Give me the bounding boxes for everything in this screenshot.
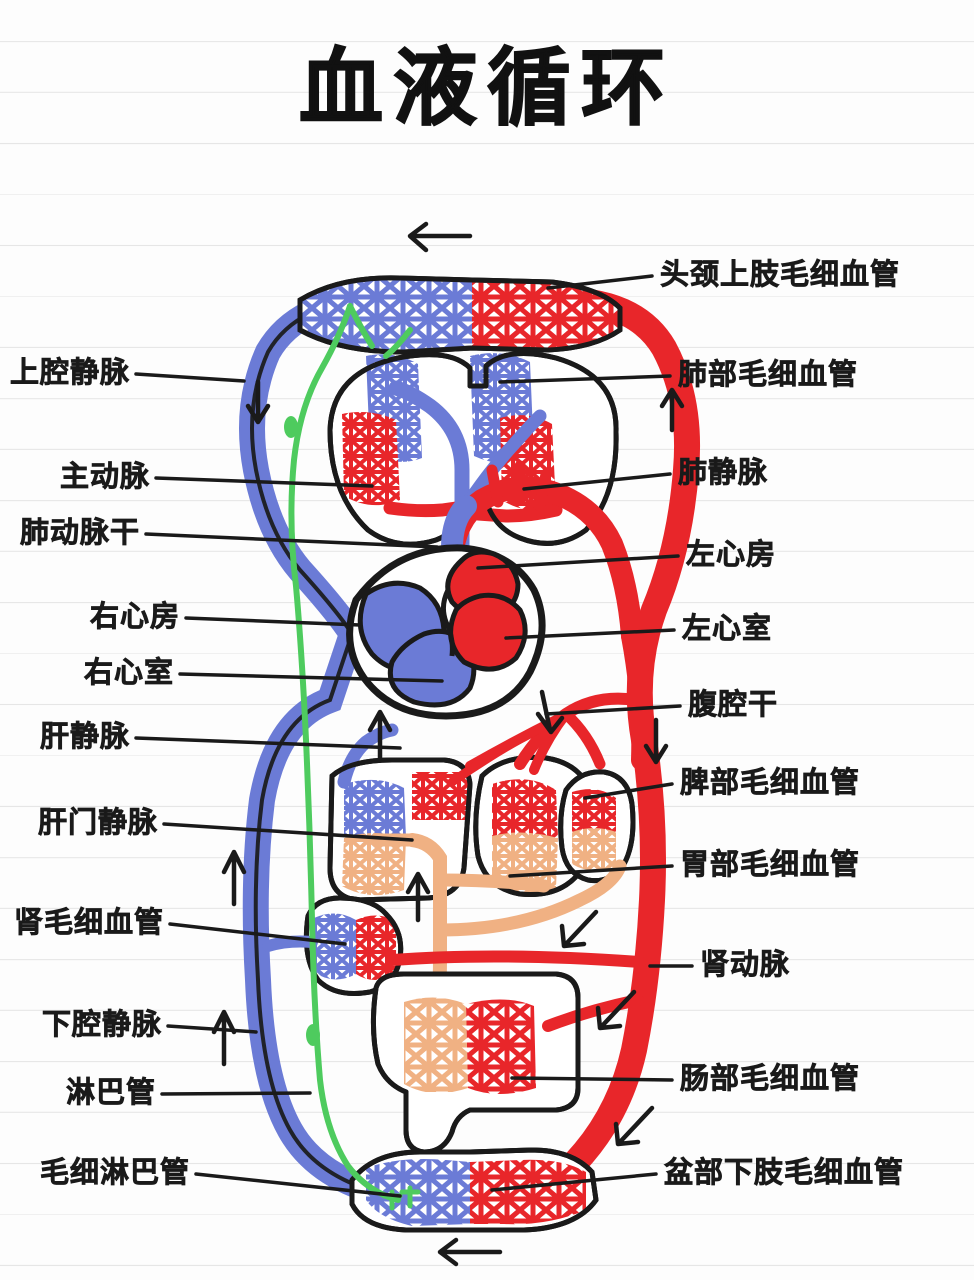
label-pulmonary-capillaries: 肺部毛细血管	[678, 357, 859, 391]
arrow-bottom	[437, 1237, 503, 1267]
leader-hepatic-vein	[134, 736, 402, 750]
arrow-pulmonary-up	[659, 387, 685, 433]
arrow-aorta-down	[643, 717, 669, 765]
arrow-ivc-up-lower	[221, 849, 247, 907]
arrow-celiac-down	[535, 689, 565, 735]
intestine	[370, 971, 644, 1155]
leader-lymph-vessel	[160, 1091, 312, 1096]
leader-hepatic-portal-vein	[162, 822, 414, 842]
label-lymph-vessel: 淋巴管	[66, 1075, 157, 1109]
pelvis-lowerlimb-capillary-bed	[349, 1147, 599, 1233]
leader-right-atrium	[184, 616, 362, 627]
label-intestinal-capillaries: 肠部毛细血管	[680, 1061, 861, 1095]
leader-pelvic-lowerlimb-capillaries	[490, 1172, 658, 1192]
arrow-portal-up	[405, 871, 431, 923]
label-left-ventricle: 左心室	[682, 611, 773, 645]
head-neck-capillary-bed	[297, 275, 623, 355]
label-superior-vena-cava: 上腔静脉	[10, 355, 131, 389]
label-right-ventricle: 右心室	[84, 655, 175, 689]
label-renal-artery: 肾动脉	[700, 947, 791, 981]
lymphatic-system	[284, 303, 421, 1211]
leader-lines-right	[476, 274, 694, 1192]
leader-superior-vena-cava	[134, 372, 246, 383]
label-left-atrium: 左心房	[686, 537, 777, 571]
label-hepatic-portal-vein: 肝门静脉	[38, 805, 159, 839]
leader-left-ventricle	[504, 628, 676, 640]
label-hepatic-vein: 肝静脉	[40, 719, 131, 753]
arrow-top	[407, 221, 473, 253]
leader-pulmonary-capillaries	[498, 374, 672, 384]
label-aorta: 主动脉	[60, 459, 151, 493]
label-gastric-capillaries: 胃部毛细血管	[680, 847, 861, 881]
left-ventricle-shape	[448, 592, 528, 672]
label-pulmonary-vein: 肺静脉	[678, 455, 769, 489]
label-renal-capillaries: 肾毛细血管	[14, 905, 165, 939]
label-celiac-trunk: 腹腔干	[688, 687, 779, 721]
leader-celiac-trunk	[544, 704, 682, 716]
label-inferior-vena-cava: 下腔静脉	[42, 1007, 163, 1041]
leader-left-atrium	[476, 554, 680, 570]
label-splenic-capillaries: 脾部毛细血管	[680, 765, 861, 799]
arrow-aorta-low-down	[595, 989, 637, 1031]
leader-pulmonary-trunk	[144, 532, 439, 549]
label-pelvic-lowerlimb-capillaries: 盆部下肢毛细血管	[664, 1155, 905, 1189]
leader-right-ventricle	[178, 672, 444, 683]
arrow-iliac-down	[613, 1105, 655, 1147]
heart	[346, 544, 546, 720]
page-title: 血液循环	[298, 39, 675, 137]
label-lymph-capillary: 毛细淋巴管	[40, 1155, 191, 1189]
leader-lines-left	[134, 372, 444, 1198]
leader-lymph-capillary	[194, 1172, 402, 1198]
leader-aorta	[154, 476, 374, 488]
leader-splenic-capillaries	[583, 782, 674, 800]
leader-head-neck-upperlimb-capillaries	[546, 274, 654, 290]
arrow-ivc-up-upper	[367, 709, 393, 763]
label-right-atrium: 右心房	[90, 599, 181, 633]
arrow-mesenteric-down	[559, 909, 599, 949]
leader-renal-capillaries	[168, 922, 347, 946]
arrow-ivc-bottom-up	[211, 1009, 237, 1067]
leader-intestinal-capillaries	[510, 1076, 674, 1082]
leader-pulmonary-vein	[522, 472, 672, 491]
leader-gastric-capillaries	[508, 864, 674, 878]
lymph-node	[306, 1024, 320, 1046]
label-pulmonary-trunk: 肺动脉干	[20, 515, 141, 549]
flow-arrows	[211, 221, 685, 1267]
leader-inferior-vena-cava	[166, 1024, 258, 1034]
arrow-svc-down	[245, 379, 271, 425]
label-head-neck-upperlimb-capillaries: 头颈上肢毛细血管	[660, 257, 901, 291]
kidney	[262, 895, 646, 996]
lymph-node	[284, 416, 298, 438]
